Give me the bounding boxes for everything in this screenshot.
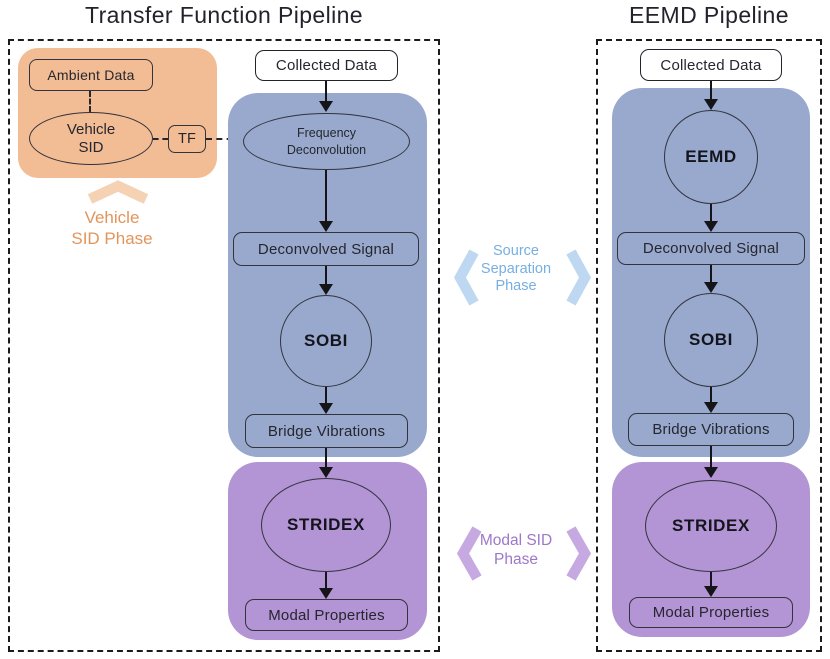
left-chevron-icon [456,526,482,581]
ambient-to-vehicle-connector [89,91,91,112]
flow-arrow [319,387,333,414]
flow-arrow [704,446,718,478]
deconvolved-signal-node-left: Deconvolved Signal [233,232,419,266]
sobi-label-right: SOBI [689,330,733,349]
bridge-vibrations-node-right: Bridge Vibrations [628,413,794,446]
stridex-node-right: STRIDEX [645,480,777,572]
left-pipeline-frame [8,39,440,652]
stridex-label-right: STRIDEX [672,516,750,535]
bridge-vibrations-node-left: Bridge Vibrations [245,414,408,448]
frequency-deconvolution-node: Frequency Deconvolution [243,113,410,170]
right-pipeline-title: EEMD Pipeline [629,2,789,28]
modal-properties-node-left: Modal Properties [245,599,408,631]
sobi-node-right: SOBI [664,293,758,387]
collected-data-label-right: Collected Data [660,56,762,74]
right-chevron-icon [566,249,591,306]
eemd-node: EEMD [664,110,758,204]
flow-arrow [319,81,333,112]
flow-arrow [704,572,718,597]
flow-arrow [319,448,333,478]
sobi-label-left: SOBI [304,331,348,350]
deconvolved-signal-node-right: Deconvolved Signal [617,232,805,265]
tf-node: TF [168,125,206,153]
bridge-vibrations-label-right: Bridge Vibrations [652,421,770,438]
ambient-data-label: Ambient Data [47,67,135,83]
modal-properties-node-right: Modal Properties [629,597,793,628]
stridex-node-left: STRIDEX [261,478,391,572]
vehicle-sid-node: Vehicle SID [29,112,153,165]
modal-properties-label-right: Modal Properties [652,604,770,621]
left-chevron-icon [454,249,479,306]
flow-arrow [704,81,718,110]
modal-sid-phase-label: Modal SID Phase [479,532,553,568]
flow-arrow [704,204,718,232]
collected-data-node-right: Collected Data [640,49,782,81]
tf-label: TF [177,131,197,147]
modal-properties-label-left: Modal Properties [268,606,385,624]
flow-arrow [319,266,333,295]
vehicle-sid-label: Vehicle SID [66,120,116,156]
eemd-label: EEMD [685,147,737,166]
right-pipeline-frame [596,39,822,652]
sobi-node-left: SOBI [280,295,372,387]
vehicle-to-tf-connector [153,138,168,140]
collected-data-label-left: Collected Data [275,57,378,74]
up-chevron-icon [87,180,149,204]
deconvolved-signal-label-left: Deconvolved Signal [257,240,395,258]
flow-arrow [319,170,333,232]
collected-data-node-left: Collected Data [255,50,398,81]
vehicle-sid-phase-label: Vehicle SID Phase [71,208,153,248]
right-chevron-icon [566,526,592,581]
stridex-label-left: STRIDEX [287,515,365,534]
bridge-vibrations-label-left: Bridge Vibrations [267,422,386,440]
flow-arrow [704,387,718,413]
deconvolved-signal-label-right: Deconvolved Signal [642,240,780,257]
source-separation-phase-label: Source Separation Phase [480,243,552,294]
frequency-deconvolution-label: Frequency Deconvolution [286,126,367,157]
ambient-data-node: Ambient Data [29,59,153,91]
flow-arrow [319,572,333,599]
left-pipeline-title: Transfer Function Pipeline [84,2,363,28]
flow-arrow [704,265,718,293]
tf-to-deconvolution-connector [206,138,243,140]
